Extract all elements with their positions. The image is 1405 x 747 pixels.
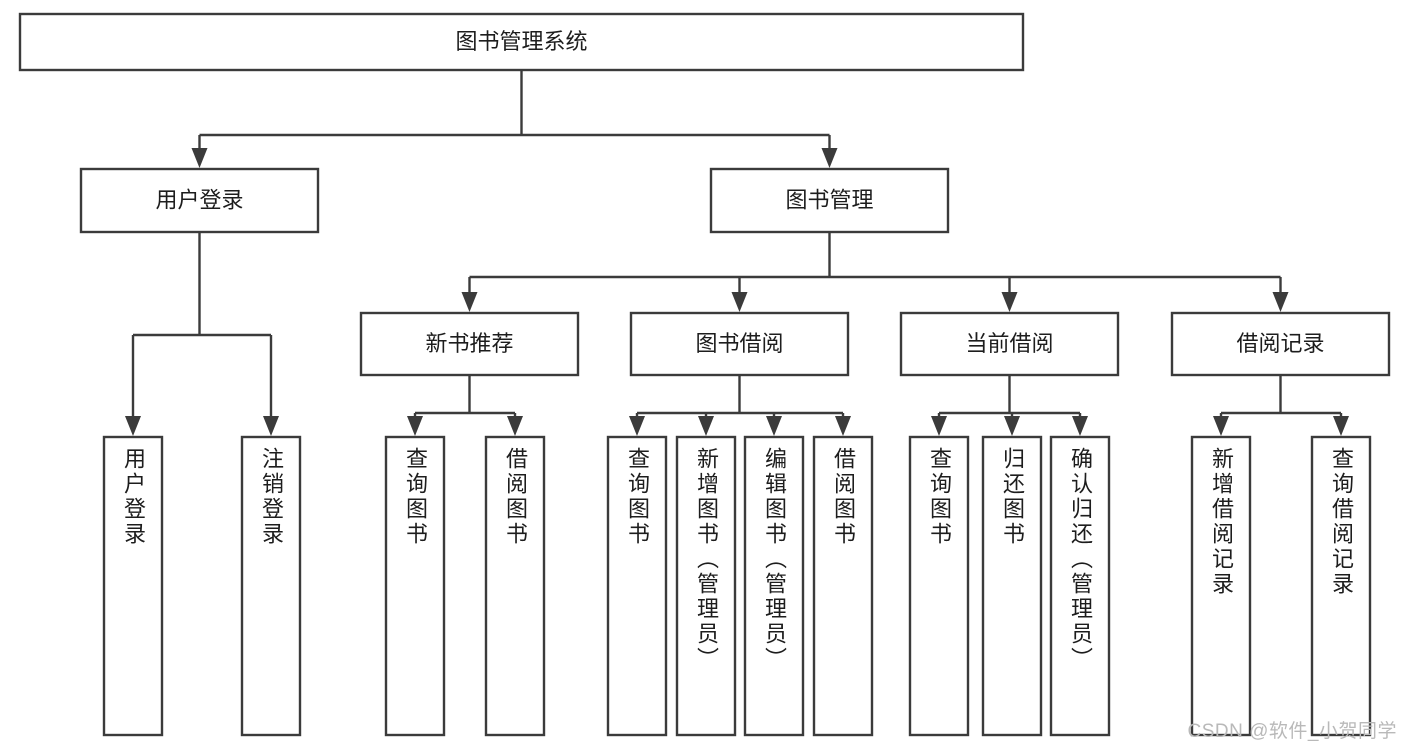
node-leaf-归还图书[interactable] bbox=[981, 435, 1043, 737]
node-box[interactable] bbox=[1170, 311, 1391, 377]
node-label: 图书管理 bbox=[785, 187, 873, 212]
node-label: 图书借阅 bbox=[695, 331, 783, 356]
node-box[interactable] bbox=[359, 311, 580, 377]
node-box[interactable] bbox=[812, 435, 874, 737]
node-label: 新书推荐 bbox=[425, 331, 513, 356]
node-leaf-借阅图书[interactable] bbox=[484, 435, 546, 737]
node-leaf-用户登录[interactable] bbox=[102, 435, 164, 737]
node-box[interactable] bbox=[240, 435, 302, 737]
node-l3-借阅记录[interactable]: 借阅记录 bbox=[1170, 311, 1391, 377]
node-label: 图书管理系统 bbox=[455, 29, 587, 54]
connector-edges-layer bbox=[125, 70, 1349, 436]
node-box[interactable] bbox=[1190, 435, 1252, 737]
node-box[interactable] bbox=[384, 435, 446, 737]
node-box[interactable] bbox=[743, 435, 805, 737]
node-box[interactable] bbox=[908, 435, 970, 737]
node-box[interactable] bbox=[484, 435, 546, 737]
node-root-图书管理系统[interactable]: 图书管理系统 bbox=[18, 12, 1025, 72]
node-leaf-新增借阅记录[interactable] bbox=[1190, 435, 1252, 737]
node-leaf-借阅图书[interactable] bbox=[812, 435, 874, 737]
node-l3-新书推荐[interactable]: 新书推荐 bbox=[359, 311, 580, 377]
node-leaf-新增图书（管理员）[interactable] bbox=[675, 435, 737, 737]
node-label: 借阅记录 bbox=[1236, 331, 1324, 356]
node-box[interactable] bbox=[899, 311, 1120, 377]
node-l3-当前借阅[interactable]: 当前借阅 bbox=[899, 311, 1120, 377]
node-box[interactable] bbox=[79, 167, 320, 234]
node-leaf-查询图书[interactable] bbox=[606, 435, 668, 737]
node-box[interactable] bbox=[1049, 435, 1111, 737]
node-box[interactable] bbox=[981, 435, 1043, 737]
node-box[interactable] bbox=[18, 12, 1025, 72]
node-leaf-注销登录[interactable] bbox=[240, 435, 302, 737]
csdn-watermark: CSDN @软件_小贺同学 bbox=[1187, 721, 1397, 742]
node-label: 用户登录 bbox=[155, 187, 243, 212]
node-box[interactable] bbox=[709, 167, 950, 234]
node-l2-图书管理[interactable]: 图书管理 bbox=[709, 167, 950, 234]
node-leaf-确认归还（管理员）[interactable] bbox=[1049, 435, 1111, 737]
node-leaf-编辑图书（管理员）[interactable] bbox=[743, 435, 805, 737]
node-box[interactable] bbox=[102, 435, 164, 737]
node-box[interactable] bbox=[629, 311, 850, 377]
node-l3-图书借阅[interactable]: 图书借阅 bbox=[629, 311, 850, 377]
node-l2-用户登录[interactable]: 用户登录 bbox=[79, 167, 320, 234]
node-box[interactable] bbox=[606, 435, 668, 737]
node-leaf-查询借阅记录[interactable] bbox=[1310, 435, 1372, 737]
node-box[interactable] bbox=[1310, 435, 1372, 737]
node-label: 当前借阅 bbox=[965, 331, 1053, 356]
node-box[interactable] bbox=[675, 435, 737, 737]
node-leaf-查询图书[interactable] bbox=[384, 435, 446, 737]
node-leaf-查询图书[interactable] bbox=[908, 435, 970, 737]
